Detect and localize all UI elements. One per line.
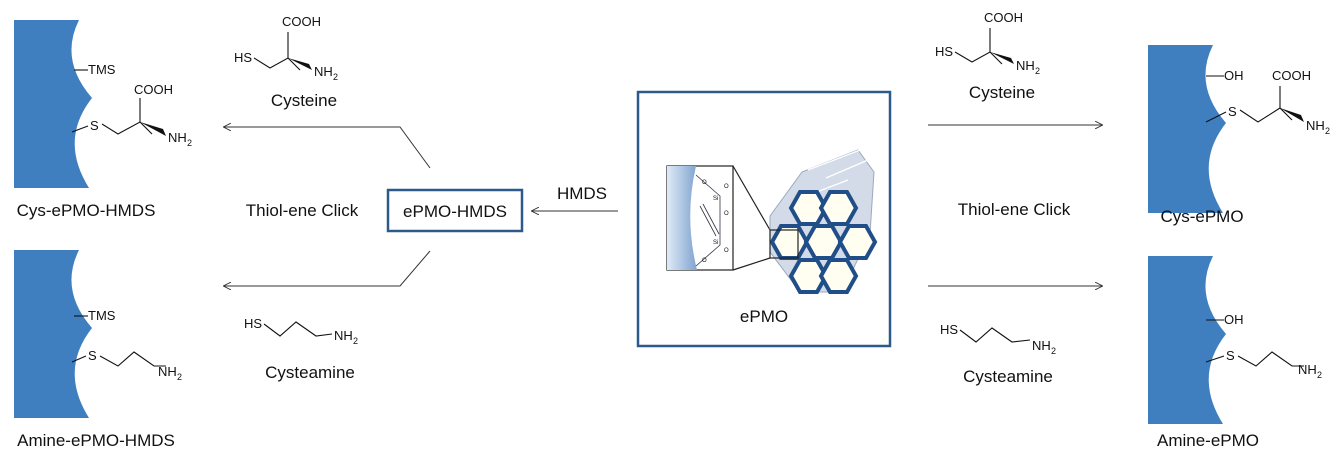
svg-text:S: S [90,118,99,133]
svg-text:TMS: TMS [88,308,116,323]
svg-text:NH: NH [314,64,333,79]
epmo-box: Si Si O O O O O ePMO [636,90,892,348]
svg-text:2: 2 [1051,346,1056,356]
svg-text:COOH: COOH [282,14,321,29]
epmo-frame [636,90,892,348]
svg-text:2: 2 [1035,66,1040,76]
arrow-to-amine-epmo-hmds [224,250,431,286]
svg-text:COOH: COOH [1272,68,1311,83]
o-label-2: O [724,211,729,217]
cys-epmo-structure: OH S COOH NH 2 [1148,45,1330,213]
svg-text:OH: OH [1224,68,1244,83]
svg-text:NH: NH [1016,58,1035,73]
svg-text:NH: NH [168,130,187,145]
cysteine-structure-right: HS COOH NH 2 [935,10,1040,76]
svg-text:S: S [1228,104,1237,119]
cysteine-structure-left: HS COOH NH 2 [234,14,338,82]
svg-text:NH: NH [334,328,353,343]
hmds-label: HMDS [557,184,607,203]
cysteamine-label-right: Cysteamine [963,367,1053,386]
amine-epmo-hmds-structure: TMS S NH 2 [14,250,182,418]
amine-epmo-hmds-label: Amine-ePMO-HMDS [17,431,175,450]
amine-epmo-structure: OH S NH 2 [1148,256,1322,424]
svg-text:2: 2 [333,72,338,82]
svg-text:2: 2 [1317,370,1322,380]
left-thiol-ene-label: Thiol-ene Click [246,201,359,220]
amine-epmo-label: Amine-ePMO [1157,431,1259,450]
o-label-5: O [702,258,707,264]
svg-text:COOH: COOH [134,82,173,97]
svg-text:2: 2 [1325,126,1330,136]
svg-text:HS: HS [935,44,953,59]
cysteine-label-left: Cysteine [271,91,337,110]
svg-text:TMS: TMS [88,62,116,77]
epmo-label: ePMO [740,307,788,326]
cys-epmo-label: Cys-ePMO [1160,207,1243,226]
cys-epmo-hmds-label: Cys-ePMO-HMDS [17,201,156,220]
hexagonal-particle-icon [769,149,878,294]
cysteine-label-right: Cysteine [969,83,1035,102]
svg-text:2: 2 [353,336,358,346]
svg-text:HS: HS [234,50,252,65]
svg-text:NH: NH [1032,338,1051,353]
epmo-hmds-label: ePMO-HMDS [403,202,507,221]
svg-text:2: 2 [187,138,192,148]
svg-text:HS: HS [940,322,958,337]
cysteamine-label-left: Cysteamine [265,363,355,382]
pore-wall-inset: Si Si O O O O O [666,165,734,271]
svg-text:COOH: COOH [984,10,1023,25]
svg-text:S: S [88,348,97,363]
svg-text:OH: OH [1224,312,1244,327]
svg-text:HS: HS [244,316,262,331]
arrow-to-cys-epmo-hmds [224,127,431,169]
svg-text:2: 2 [177,372,182,382]
cysteamine-structure-left: HS NH 2 [244,316,358,346]
epmo-hmds-box: ePMO-HMDS [386,188,524,233]
cys-epmo-hmds-structure: TMS S COOH NH 2 [14,20,192,188]
o-label-4: O [702,180,707,186]
o-label-1: O [724,184,729,190]
svg-text:S: S [1226,348,1235,363]
si-label-bottom: Si [713,240,718,246]
svg-text:NH: NH [1306,118,1325,133]
right-thiol-ene-label: Thiol-ene Click [958,200,1071,219]
svg-text:NH: NH [1298,362,1317,377]
svg-text:NH: NH [158,364,177,379]
si-label-top: Si [713,196,718,202]
o-label-3: O [724,248,729,254]
cysteamine-structure-right: HS NH 2 [940,322,1056,356]
